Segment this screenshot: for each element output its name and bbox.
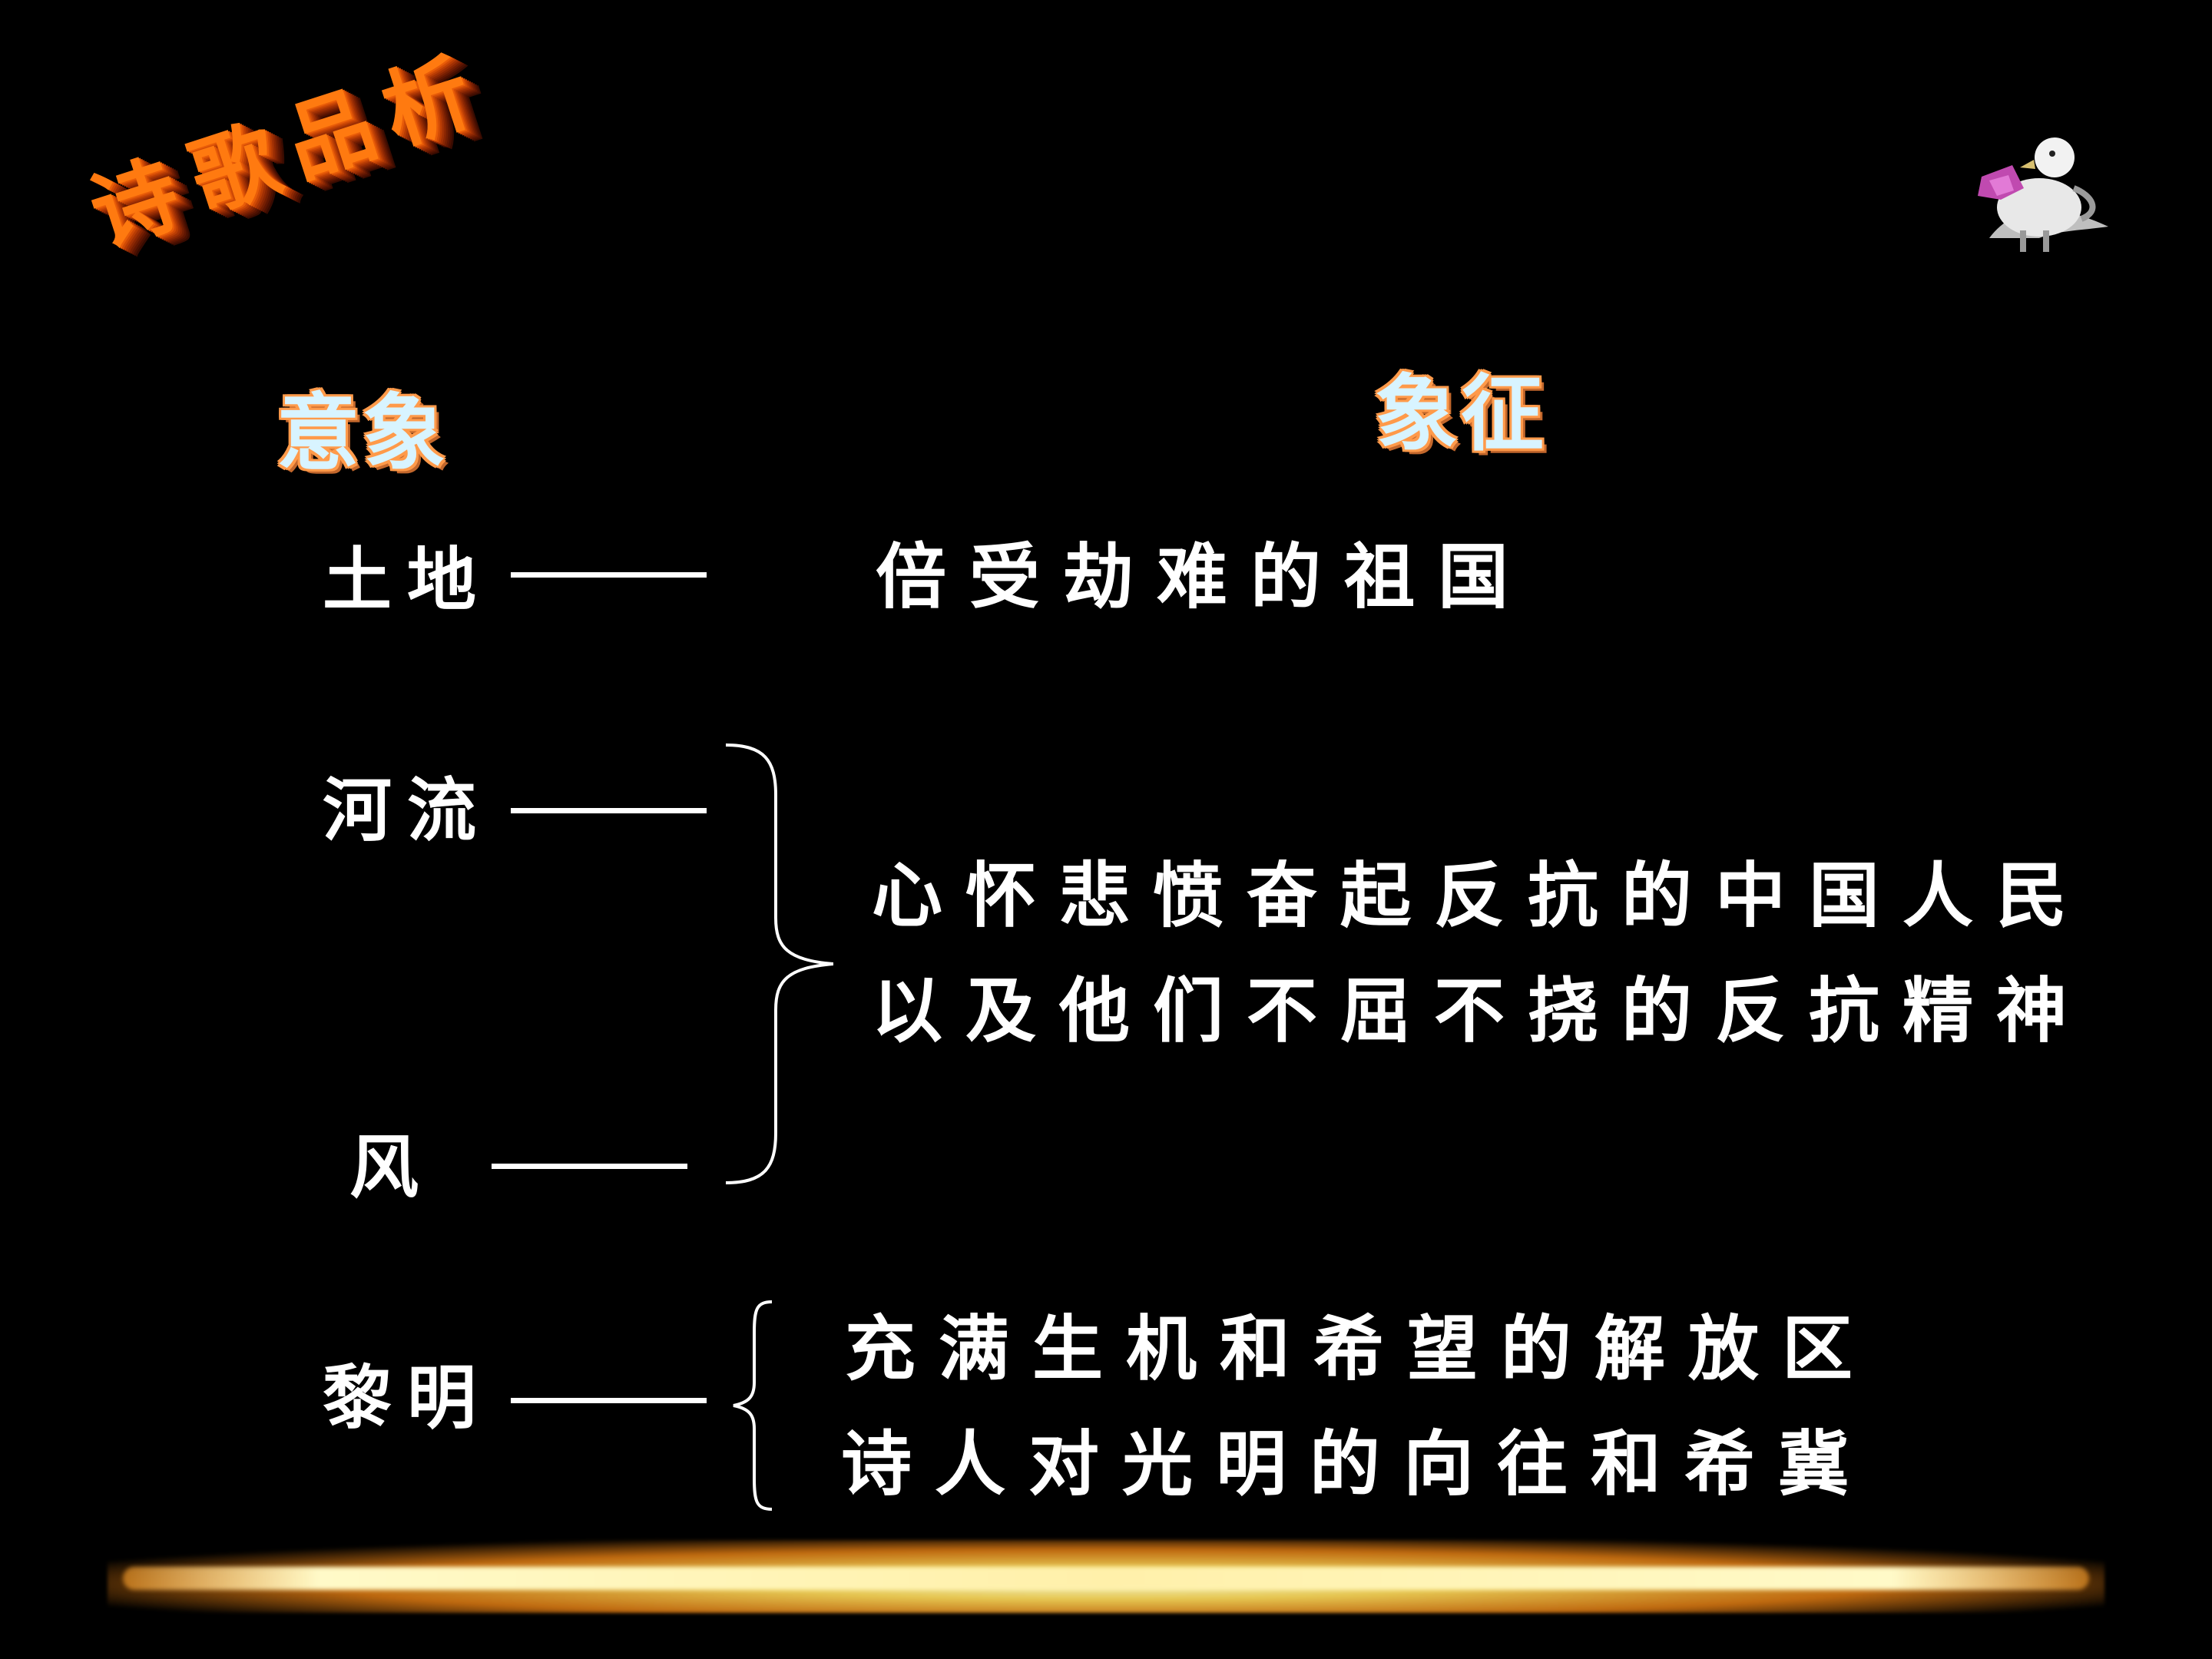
meaning-land: 倍受劫难的祖国 bbox=[876, 535, 1532, 618]
brace-dawn bbox=[730, 1298, 783, 1513]
dash-dawn bbox=[511, 1398, 707, 1403]
title-char-3: 品 bbox=[274, 73, 388, 197]
dash-wind bbox=[492, 1164, 687, 1169]
dove-with-flower-icon bbox=[1966, 123, 2112, 253]
dash-river bbox=[511, 808, 707, 813]
title-char-2: 歌 bbox=[178, 108, 292, 231]
dash-land bbox=[511, 572, 707, 578]
slide-title: 诗 歌 品 析 bbox=[78, 41, 515, 346]
term-wind: 风 bbox=[349, 1127, 434, 1208]
header-symbol: 象征 bbox=[1375, 366, 1548, 462]
header-image: 意象 bbox=[276, 385, 449, 482]
term-dawn: 黎明 bbox=[323, 1357, 492, 1439]
term-river: 河流 bbox=[323, 770, 492, 851]
meaning-dawn-line-1: 充满生机和希望的解放区 bbox=[845, 1307, 1876, 1390]
meaning-dawn-line-2: 诗人对光明的向往和希冀 bbox=[841, 1422, 1873, 1505]
title-char-4: 析 bbox=[370, 41, 484, 164]
title-char-1: 诗 bbox=[78, 142, 192, 266]
term-land: 土地 bbox=[323, 539, 492, 621]
fire-border-core bbox=[123, 1567, 2089, 1590]
meaning-river-wind-line-2: 以及他们不屈不挠的反抗精神 bbox=[872, 969, 2091, 1052]
meaning-river-wind-line-1: 心怀悲愤奋起反抗的中国人民 bbox=[872, 854, 2091, 937]
brace-river-wind bbox=[718, 741, 834, 1187]
